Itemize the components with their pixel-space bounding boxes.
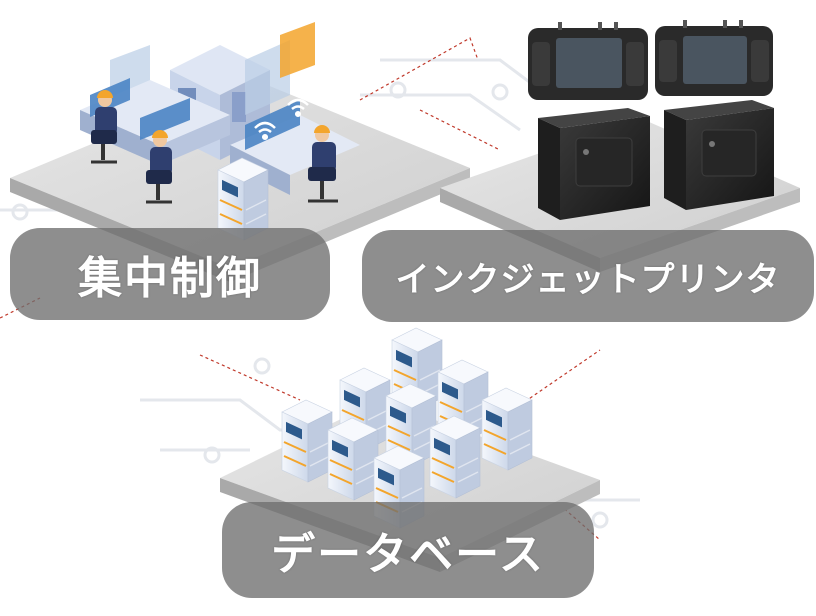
handheld-controller-icon xyxy=(528,20,773,100)
wifi-icon xyxy=(254,98,309,141)
label-inkjet-printer: インクジェットプリンタ xyxy=(362,230,814,322)
operator-icon xyxy=(91,90,338,204)
label-central-control: 集中制御 xyxy=(10,228,330,320)
background-circuit xyxy=(0,58,640,529)
hologram-panel-right xyxy=(245,40,290,115)
label-database: データベース xyxy=(222,502,594,598)
inkjet-printer-icon xyxy=(538,100,774,220)
